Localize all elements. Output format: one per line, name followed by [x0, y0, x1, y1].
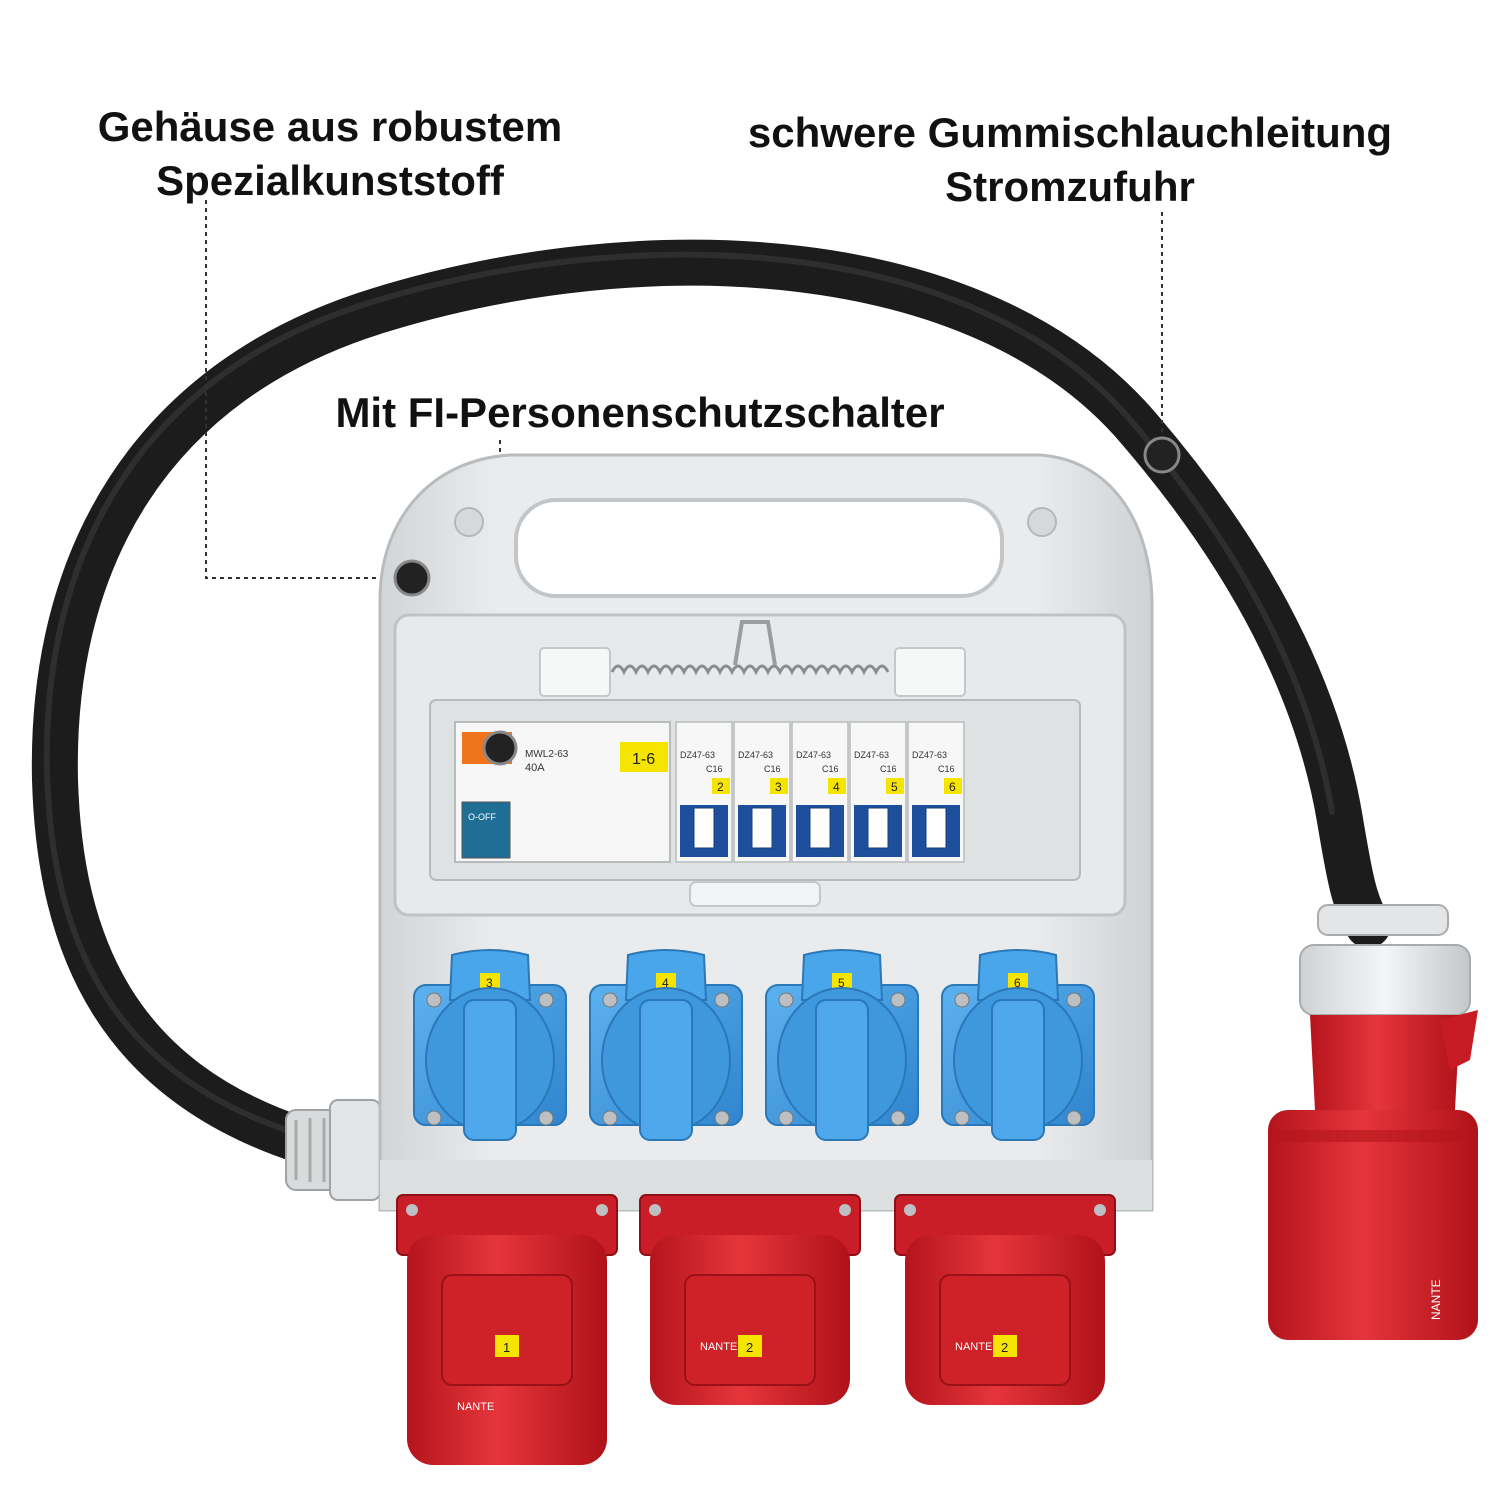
breaker-panel: MWL2-63 40A O-OFF 1-6 DZ47-63C162DZ47-63…	[429, 699, 1081, 881]
mcb-model: DZ47-63	[854, 750, 889, 760]
rcd-toggle[interactable]	[461, 801, 511, 859]
group-tag	[620, 742, 668, 772]
socket-brand: NANTE	[457, 1401, 494, 1413]
rcd-switch-text: O-OFF	[468, 812, 496, 822]
callout-housing-line2: Spezialkunststoff	[156, 157, 504, 204]
callout-fi-switch: Mit FI-Personenschutzschalter	[285, 386, 995, 440]
callout-fi-line1: Mit FI-Personenschutzschalter	[335, 389, 945, 436]
plug-brand: NANTE	[1429, 1279, 1443, 1320]
socket-number: 5	[838, 976, 845, 990]
socket-number-label	[495, 1335, 519, 1357]
socket-number-label	[738, 1335, 762, 1357]
mcb-rating: C16	[880, 764, 897, 774]
callout-housing: Gehäuse aus robustem Spezialkunststoff	[50, 100, 610, 208]
socket-number: 3	[486, 976, 493, 990]
schuko-socket-3[interactable]: 3	[413, 949, 567, 1141]
mcb-number: 3	[775, 780, 782, 794]
mcb-row: DZ47-63C162DZ47-63C163DZ47-63C164DZ47-63…	[675, 721, 965, 863]
callout-marker-fi	[482, 730, 518, 766]
schuko-socket-5[interactable]: 5	[765, 949, 919, 1141]
socket-number: 2	[1001, 1340, 1008, 1355]
socket-number: 2	[746, 1340, 753, 1355]
mcb-number: 2	[717, 780, 724, 794]
socket-number-label	[993, 1335, 1017, 1357]
socket-number-label	[1008, 973, 1028, 991]
callout-cable-line1: schwere Gummischlauchleitung	[747, 109, 1393, 156]
callout-marker-housing	[393, 559, 431, 597]
cable-gland	[285, 1099, 381, 1201]
socket-number: 1	[503, 1340, 510, 1355]
socket-brand: NANTE	[700, 1341, 737, 1353]
mcb-rating: C16	[706, 764, 723, 774]
mcb-number: 4	[833, 780, 840, 794]
schuko-socket-6[interactable]: 6	[941, 949, 1095, 1141]
mcb-model: DZ47-63	[738, 750, 773, 760]
schuko-socket-4[interactable]: 4	[589, 949, 743, 1141]
cee-plug: NANTE	[1268, 904, 1478, 1340]
callout-cable: schwere Gummischlauchleitung Stromzufuhr	[700, 106, 1440, 214]
callout-housing-line1: Gehäuse aus robustem	[97, 103, 563, 150]
rcd-rating: 40A	[525, 762, 545, 774]
callout-marker-cable	[1143, 436, 1181, 474]
socket-number: 4	[662, 976, 669, 990]
socket-number-label	[832, 973, 852, 991]
carry-handle	[514, 498, 1004, 598]
cee-socket-3[interactable]: 2 NANTE	[894, 1194, 1116, 1405]
socket-number-label	[656, 973, 676, 991]
mcb-rating: C16	[822, 764, 839, 774]
mcb-rating: C16	[764, 764, 781, 774]
mcb-number: 6	[949, 780, 956, 794]
power-cable	[31, 239, 1391, 1163]
socket-brand: NANTE	[955, 1341, 992, 1353]
mcb-number: 5	[891, 780, 898, 794]
callout-cable-line2: Stromzufuhr	[945, 163, 1195, 210]
mcb-rating: C16	[938, 764, 955, 774]
cee-socket-2[interactable]: 2 NANTE	[639, 1194, 861, 1405]
mcb-model: DZ47-63	[796, 750, 831, 760]
svg-text:1-6: 1-6	[632, 751, 655, 768]
mcb-model: DZ47-63	[680, 750, 715, 760]
mcb-model: DZ47-63	[912, 750, 947, 760]
rcd-model: MWL2-63	[525, 749, 569, 760]
socket-number-label	[480, 973, 500, 991]
schuko-socket-row: 3 4 5 6	[413, 949, 1095, 1141]
socket-number: 6	[1014, 976, 1021, 990]
